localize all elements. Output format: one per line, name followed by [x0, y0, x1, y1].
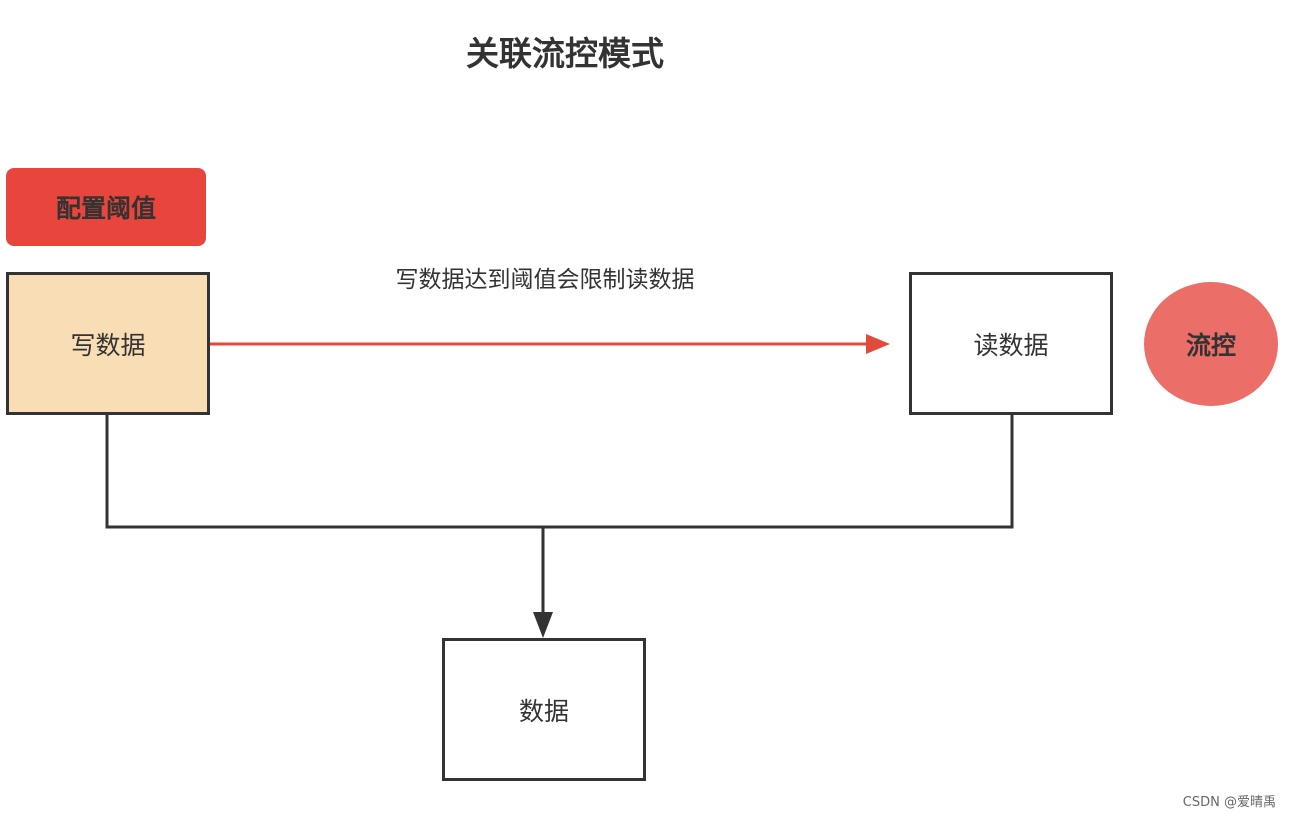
edge-label: 写数据达到阈值会限制读数据: [395, 267, 695, 293]
write-data-label: 写数据: [70, 330, 146, 360]
diagram-title: 关联流控模式: [466, 34, 664, 73]
write-data-node: 写数据: [6, 272, 210, 415]
write-to-data-connector: [105, 415, 543, 529]
flow-control-label: 流控: [1185, 331, 1236, 360]
write-to-read-arrowhead: [866, 334, 890, 354]
merge-to-data-arrowhead: [533, 612, 553, 638]
read-to-data-connector: [543, 415, 1014, 529]
config-threshold-box: 配置阈值: [6, 168, 206, 246]
read-data-node: 读数据: [909, 272, 1113, 415]
flow-control-circle: 流控: [1144, 282, 1278, 406]
read-data-label: 读数据: [973, 330, 1049, 360]
config-threshold-label: 配置阈值: [55, 194, 156, 223]
data-label: 数据: [518, 696, 569, 726]
data-node: 数据: [442, 638, 646, 781]
watermark: CSDN @爱晴禹: [1182, 795, 1276, 810]
